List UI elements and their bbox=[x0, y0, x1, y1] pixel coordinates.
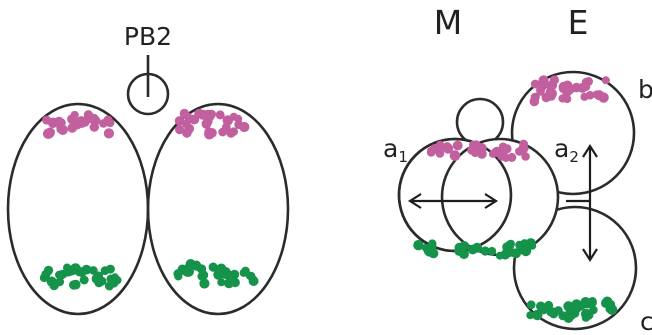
vegetal-pigment-dot bbox=[106, 265, 115, 274]
four-cell-embryo: M E a1 a2 b c bbox=[383, 3, 652, 335]
vegetal-pigment-dot bbox=[565, 310, 574, 319]
vegetal-pigment-dot bbox=[59, 270, 68, 279]
vegetal-pigment-dot bbox=[455, 243, 465, 253]
animal-pigment-dot bbox=[515, 147, 524, 156]
animal-pigment-dot bbox=[70, 118, 79, 127]
vegetal-pigment-dot bbox=[502, 248, 512, 258]
vegetal-pigment-dot bbox=[98, 277, 107, 286]
animal-pigment-dot bbox=[538, 81, 547, 90]
vegetal-pigment-dot bbox=[44, 267, 52, 275]
vegetal-pigment-dot bbox=[566, 302, 574, 310]
vegetal-pigment-dot bbox=[581, 309, 591, 319]
animal-pigment-dot bbox=[46, 129, 55, 138]
animal-pigment-dot bbox=[580, 93, 588, 101]
animal-pigment-dot bbox=[54, 117, 64, 127]
animal-pigment-dot bbox=[180, 110, 188, 118]
animal-pigment-dot bbox=[89, 114, 99, 124]
vegetal-pigment-dot bbox=[226, 274, 234, 282]
vegetal-pigment-dot bbox=[472, 243, 482, 253]
vegetal-pigment-dot bbox=[192, 262, 201, 271]
vegetal-pigment-dot bbox=[581, 297, 591, 307]
animal-pigment-dot bbox=[507, 153, 516, 162]
c-label: c bbox=[640, 307, 652, 335]
animal-pigment-dot bbox=[103, 116, 112, 125]
animal-pigment-dot bbox=[202, 119, 212, 129]
vegetal-pigment-dot bbox=[197, 272, 205, 280]
e-column-label: E bbox=[568, 3, 589, 42]
vegetal-pigment-dot bbox=[185, 263, 194, 272]
animal-pigment-dot bbox=[546, 88, 556, 98]
animal-pigment-dot bbox=[204, 129, 214, 139]
animal-pigment-dot bbox=[558, 94, 566, 102]
right-cell-vegetal-dots bbox=[173, 259, 258, 289]
animal-pigment-dot bbox=[559, 83, 569, 93]
vegetal-pigment-dot bbox=[246, 272, 254, 280]
animal-pigment-dot bbox=[194, 109, 204, 119]
animal-pigment-dot bbox=[582, 83, 590, 91]
two-cell-embryo: PB2 bbox=[8, 22, 288, 314]
animal-pigment-dot bbox=[427, 148, 436, 157]
animal-pigment-dot bbox=[469, 141, 477, 149]
vegetal-pigment-dot bbox=[601, 298, 611, 308]
animal-pigment-dot bbox=[239, 122, 249, 132]
animal-pigment-dot bbox=[443, 142, 451, 150]
animal-pigment-dot bbox=[530, 97, 540, 107]
animal-pigment-dot bbox=[42, 116, 51, 125]
vegetal-pigment-dot bbox=[82, 265, 92, 275]
vegetal-pigment-dot bbox=[49, 281, 59, 291]
animal-pigment-dot bbox=[519, 140, 528, 149]
vegetal-pigment-dot bbox=[527, 300, 536, 309]
animal-pigment-dot bbox=[602, 76, 610, 84]
animal-pigment-dot bbox=[491, 148, 499, 156]
animal-pigment-dot bbox=[436, 141, 444, 149]
vegetal-pigment-dot bbox=[546, 308, 554, 316]
vegetal-pigment-dot bbox=[109, 279, 118, 288]
b-label: b bbox=[638, 75, 652, 104]
vegetal-pigment-dot bbox=[425, 248, 434, 257]
vegetal-pigment-dot bbox=[554, 306, 563, 315]
animal-pigment-dot bbox=[593, 90, 601, 98]
vegetal-pigment-dot bbox=[526, 311, 534, 319]
pb2-label: PB2 bbox=[124, 22, 172, 51]
animal-pigment-dot bbox=[104, 128, 114, 138]
left-cell-animal-dots bbox=[42, 110, 114, 139]
vegetal-pigment-dot bbox=[69, 280, 78, 289]
animal-pigment-dot bbox=[226, 128, 235, 137]
m-column-label: M bbox=[434, 3, 462, 42]
animal-pigment-dot bbox=[471, 149, 479, 157]
animal-pigment-dot bbox=[453, 141, 463, 151]
left-cell-vegetal-dots bbox=[40, 263, 122, 290]
vegetal-pigment-dot bbox=[521, 246, 532, 257]
vegetal-pigment-dot bbox=[213, 269, 223, 279]
animal-pigment-dot bbox=[182, 128, 192, 138]
right-cell-animal-dots bbox=[175, 109, 250, 140]
animal-pigment-dot bbox=[572, 83, 582, 93]
animal-pigment-dot bbox=[450, 150, 461, 161]
a1-label: a1 bbox=[383, 134, 408, 166]
